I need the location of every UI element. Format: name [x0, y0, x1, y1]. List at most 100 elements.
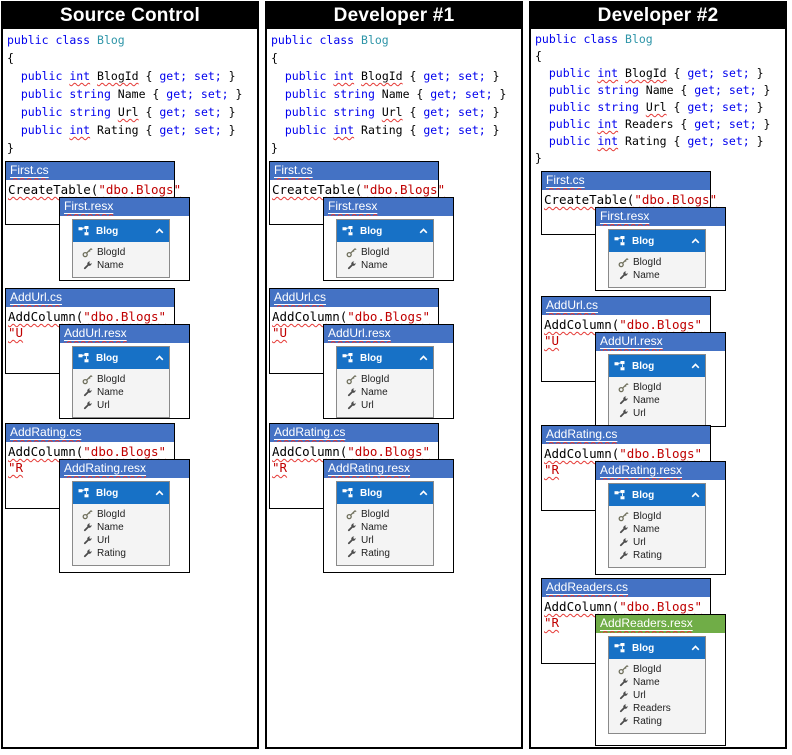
entity-name: Blog: [632, 235, 655, 247]
entity-header: Blog: [609, 355, 705, 377]
key-icon: [618, 511, 629, 522]
key-icon: [618, 664, 629, 675]
code-token: "dbo.Blogs": [619, 446, 703, 461]
entity-row: Url: [609, 407, 705, 420]
code-token: [451, 123, 458, 137]
migration-code: AddColumn("dbo.Blogs""U: [6, 307, 174, 341]
code-token: [271, 105, 285, 119]
entity-icon: [342, 225, 353, 237]
entity-row-label: Url: [361, 400, 374, 411]
wrench-icon: [346, 387, 357, 398]
code-token: {: [402, 105, 424, 119]
entity-row: Rating: [609, 549, 705, 562]
column-title: Developer #2: [531, 3, 785, 29]
chevron-up-icon[interactable]: [155, 355, 164, 361]
wrench-icon: [82, 400, 93, 411]
code-line: public class Blog: [7, 31, 253, 49]
entity-icon: [614, 235, 625, 247]
code-token: public: [20, 87, 70, 101]
wrench-icon: [618, 677, 629, 688]
entity-icon: [78, 487, 89, 499]
chevron-up-icon[interactable]: [691, 363, 700, 369]
code-line: public int Rating { get; set; }: [535, 133, 781, 150]
code-token: CreateTable(: [272, 182, 363, 197]
entity-row-label: Name: [633, 677, 660, 688]
entity-row-label: Name: [633, 524, 660, 535]
code-token: public: [548, 66, 598, 80]
column-title: Developer #1: [267, 3, 521, 29]
code-token: "dbo.Blogs": [362, 182, 446, 197]
code-token: "U: [8, 325, 24, 340]
chevron-up-icon[interactable]: [419, 228, 428, 234]
wrench-icon: [618, 716, 629, 727]
code-token: [271, 69, 285, 83]
code-token: get;: [430, 87, 458, 101]
code-token: "U: [544, 333, 560, 348]
code-token: "dbo.Blogs": [347, 309, 431, 324]
code-line: AddColumn("dbo.Blogs": [544, 317, 708, 333]
code-token: {: [138, 105, 160, 119]
code-token: public: [284, 87, 334, 101]
code-line: public class Blog: [271, 31, 517, 49]
chevron-up-icon[interactable]: [155, 490, 164, 496]
migration-code: CreateTable("dbo.Blogs": [270, 180, 445, 198]
code-token: [715, 66, 722, 80]
code-token: int: [333, 123, 355, 137]
code-token: "dbo.Blogs": [83, 309, 167, 324]
wrench-icon: [618, 537, 629, 548]
chevron-up-icon[interactable]: [691, 645, 700, 651]
entity-row-label: Name: [97, 387, 124, 398]
chevron-up-icon[interactable]: [691, 238, 700, 244]
entity-row-label: Rating: [97, 548, 126, 559]
code-token: [715, 100, 722, 114]
entity-row: Name: [337, 521, 433, 534]
code-token: [271, 87, 285, 101]
chevron-up-icon[interactable]: [691, 492, 700, 498]
code-token: AddColumn(: [272, 444, 348, 459]
code-token: }: [749, 66, 764, 80]
key-icon: [82, 247, 93, 258]
code-token: [618, 66, 625, 80]
code-token: [715, 134, 722, 148]
chevron-up-icon[interactable]: [419, 355, 428, 361]
entity-row: Name: [73, 259, 169, 272]
code-token: }: [221, 123, 236, 137]
code-token: public: [20, 123, 70, 137]
code-line: "U: [544, 333, 708, 349]
code-token: [535, 100, 549, 114]
entity-name: Blog: [632, 642, 655, 654]
entity-row-label: Rating: [633, 716, 662, 727]
entity-row-label: BlogId: [633, 257, 662, 268]
chevron-up-icon[interactable]: [419, 490, 428, 496]
code-line: "R: [544, 462, 708, 478]
code-line: }: [271, 139, 517, 157]
entity-row-label: BlogId: [633, 382, 662, 393]
entity-row-label: Name: [361, 387, 388, 398]
key-icon: [82, 374, 93, 385]
entity-row: Rating: [73, 547, 169, 560]
entity-row: BlogId: [609, 381, 705, 394]
code-token: get;: [694, 83, 722, 97]
code-token: "dbo.Blogs": [98, 182, 182, 197]
code-line: AddColumn("dbo.Blogs": [8, 309, 172, 325]
entity-name: Blog: [360, 225, 383, 237]
entity-row: Url: [337, 399, 433, 412]
code-token: [271, 123, 285, 137]
entity-row: BlogId: [609, 256, 705, 269]
chevron-up-icon[interactable]: [155, 228, 164, 234]
